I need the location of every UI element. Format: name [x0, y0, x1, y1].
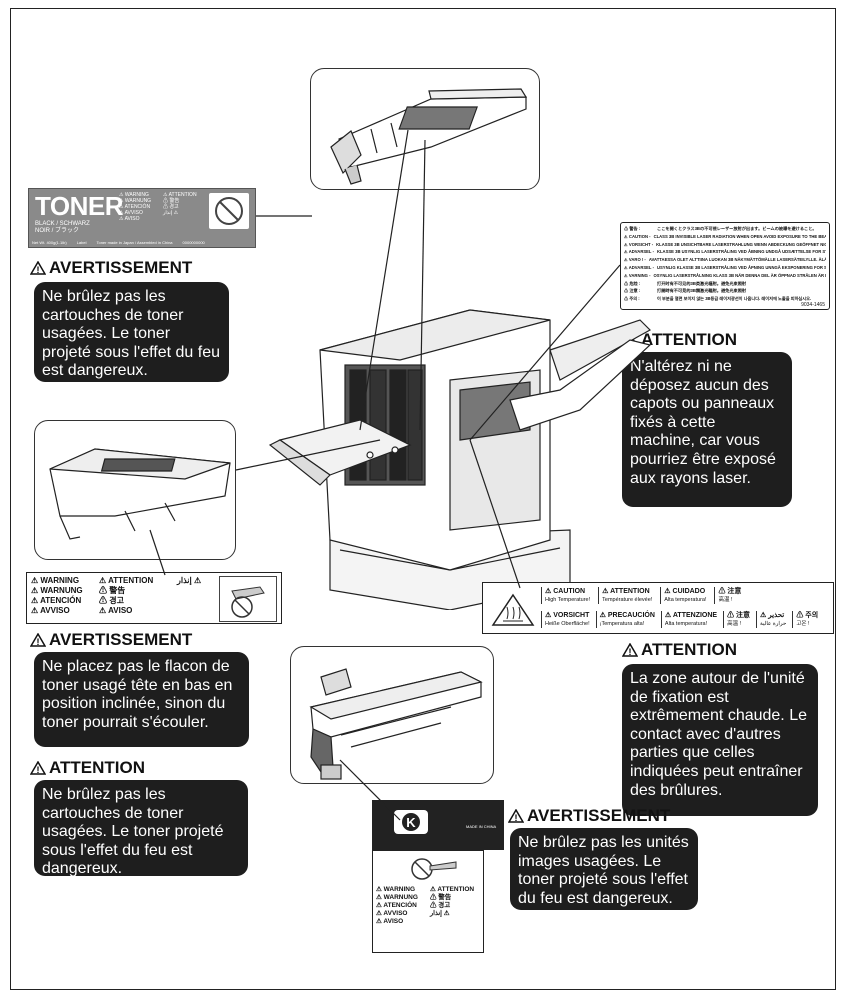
message-box-5: Ne brûlez pas les cartouches de toner us… — [34, 780, 248, 877]
warning-triangle-icon: ! — [622, 643, 638, 657]
waste-toner-label: ⚠ WARNING ⚠ WARNUNG ⚠ ATENCIÓN ⚠ AVVISO … — [26, 572, 282, 624]
toner-label-subtitle: BLACK / SCHWARZ — [35, 221, 90, 227]
toner-label-warnings: ⚠ WARNING ⚠ WARNUNG ⚠ ATENCIÓN ⚠ AVVISO … — [119, 192, 152, 222]
laser-label-row: ⚠ 주의 :이 부분을 열면 보이지 않는 3B등급 레이저광선이 나옵니다. … — [624, 296, 812, 302]
svg-text:!: ! — [37, 637, 40, 647]
waste-toner-bottle-illustration — [34, 420, 236, 560]
imaging-unit-drawing — [309, 668, 483, 780]
laser-label-row: ⚠ VORSICHT -KLASSE 3B UNSICHTBARE LASERS… — [624, 241, 826, 247]
toner-label-warnings2: ⚠ ATTENTION ⚠ 警告 ⚠ 경고 إنذار ⚠ — [163, 192, 197, 216]
imaging-unit-illustration — [290, 646, 494, 784]
toner-label-title: TONER — [35, 191, 124, 221]
laser-label-row: ⚠ ADVARSEL -USYNLIG KLASSE 3B LASERSTRÅL… — [624, 264, 826, 270]
warning-triangle-icon: ! — [508, 809, 524, 823]
imaging-label-bottom — [372, 850, 484, 953]
message-box-4: La zone autour de l'unité de fixation es… — [622, 664, 818, 816]
message-box-2: N'altérez ni ne déposez aucun des capots… — [622, 352, 792, 507]
svg-text:!: ! — [37, 265, 40, 275]
heading-warning-1: ! AVERTISSEMENT — [30, 258, 192, 278]
laser-label-row: ⚠ CAUTION -CLASS 3B INVISIBLE LASER RADI… — [624, 233, 826, 239]
waste-label-arabic: إنذار ⚠ — [177, 576, 202, 585]
laser-label-row: ⚠ 警告 :ここを開くとクラス3Bの不可視レーザー放射が出ます。ビームの被曝を避… — [624, 226, 817, 231]
laser-label-row: ⚠ 注意 :打開時有不可見的3B類激光輻射。避免光束照射 — [624, 288, 747, 294]
laser-label-row: ⚠ 危险 :打开时有不可见的3B类激光辐射。避免光束照射 — [624, 280, 747, 286]
heading-warning-3: ! AVERTISSEMENT — [508, 806, 670, 826]
laser-label-row: ⚠ VARO ! -AVATTAESSA OLET ALTTIINA LUOKA… — [624, 257, 826, 263]
hot-surface-icon — [491, 593, 535, 627]
heading-attention-3: ! ATTENTION — [30, 758, 145, 778]
laser-label-rows: ⚠ 警告 :ここを開くとクラス3Bの不可視レーザー放射が出ます。ビームの被曝を避… — [624, 225, 826, 303]
warning-triangle-icon: ! — [30, 261, 46, 275]
made-in-china-text: MADE IN CHINA — [466, 824, 497, 829]
warning-triangle-icon: ! — [30, 761, 46, 775]
message-box-3: Ne placez pas le flacon de toner usagé t… — [34, 652, 249, 747]
svg-text:!: ! — [37, 765, 40, 775]
laser-label-code: 9034-1465 — [801, 302, 825, 308]
no-fire-icon — [400, 854, 460, 884]
laser-label-row: ⚠ ADVARSEL -KLASSE 3B USYNLIG LASERSTRÅL… — [624, 249, 826, 255]
no-fire-icon — [209, 193, 249, 229]
heat-label-cell: ⚠ PRECAUCIÓN¡Temperatura alta! — [595, 611, 655, 628]
no-tilt-icon — [219, 576, 277, 622]
toner-label-footer: Net Wt. 400g(1.1lb) Label Toner made in … — [32, 240, 205, 245]
laser-label-row: ⚠ VARNING -OSYNLIG LASERSTRÅLNING KLASS … — [624, 272, 826, 278]
laser-label: ⚠ 警告 :ここを開くとクラス3Bの不可視レーザー放射が出ます。ビームの被曝を避… — [620, 222, 830, 310]
heading-attention-2: ! ATTENTION — [622, 640, 737, 660]
waste-label-col1: ⚠ WARNING ⚠ WARNUNG ⚠ ATENCIÓN ⚠ AVVISO — [31, 576, 83, 615]
toner-cartridge-drawing — [330, 88, 528, 185]
imaging-unit-label: K MADE IN CHINA ⚠ WARNING ⚠ WARNUNG ⚠ AT… — [372, 800, 504, 953]
imaging-label-col2: ⚠ ATTENTION ⚠ 警告 ⚠ 경고 إنذار ⚠ — [430, 886, 475, 917]
toner-label: TONER BLACK / SCHWARZ NOIR / ブラック ⚠ WARN… — [28, 188, 256, 248]
heading-warning-2: ! AVERTISSEMENT — [30, 630, 192, 650]
svg-text:!: ! — [515, 813, 518, 823]
k-badge: K — [394, 810, 428, 834]
waste-label-col2: ⚠ ATTENTION ⚠ 警告 ⚠ 경고 ⚠ AVISO — [99, 576, 154, 615]
message-box-1: Ne brûlez pas les cartouches de toner us… — [34, 282, 229, 382]
warning-triangle-icon: ! — [30, 633, 46, 647]
toner-label-subtitle2: NOIR / ブラック — [35, 228, 80, 234]
message-box-6: Ne brûlez pas les unités images usagées.… — [510, 828, 698, 910]
heat-label-cell: ⚠ 注意高温 ! — [714, 587, 741, 604]
svg-text:!: ! — [629, 647, 632, 657]
waste-toner-bottle-drawing — [49, 448, 231, 540]
heat-label-cell: ⚠ 注意高溫 ! — [723, 611, 750, 628]
imaging-label-col1: ⚠ WARNING ⚠ WARNUNG ⚠ ATENCIÓN ⚠ AVVISO … — [376, 886, 418, 925]
